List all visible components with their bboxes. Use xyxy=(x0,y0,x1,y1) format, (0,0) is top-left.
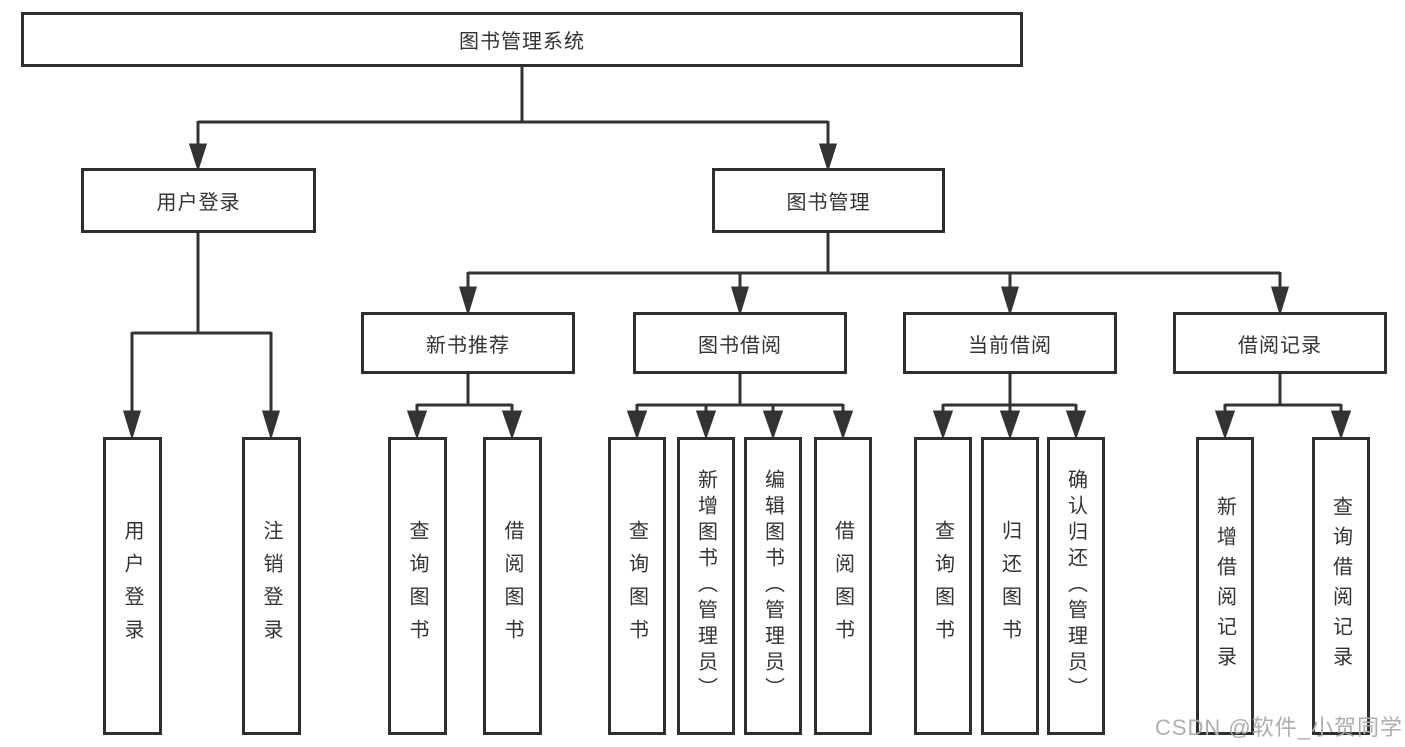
leaf-bor-add-books-admin-label: 新增图书（管理员） xyxy=(694,469,717,703)
leaf-rec-borrow-books-label: 借阅图书 xyxy=(501,520,523,652)
leaf-cur-query-books: 查询图书 xyxy=(914,437,972,735)
leaf-bor-borrow-books: 借阅图书 xyxy=(814,437,872,735)
leaf-query-borrow-record-label: 查询借阅记录 xyxy=(1329,496,1352,676)
node-root-system-label: 图书管理系统 xyxy=(459,31,585,53)
leaf-rec-query-books: 查询图书 xyxy=(388,437,447,735)
node-book-management-label: 图书管理 xyxy=(786,192,871,214)
node-current-borrow-label: 当前借阅 xyxy=(968,334,1052,357)
node-new-book-recommend: 新书推荐 xyxy=(361,312,575,374)
leaf-user-login-label: 用户登录 xyxy=(121,520,143,652)
leaf-bor-query-books: 查询图书 xyxy=(608,437,666,735)
leaf-cur-confirm-return-admin-label: 确认归还（管理员） xyxy=(1064,469,1087,703)
leaf-cur-return-books: 归还图书 xyxy=(981,437,1039,735)
node-book-borrow-label: 图书借阅 xyxy=(698,334,782,357)
node-user-login-group-label: 用户登录 xyxy=(156,192,241,214)
leaf-cur-query-books-label: 查询图书 xyxy=(931,520,954,652)
leaf-bor-query-books-label: 查询图书 xyxy=(625,520,648,652)
node-root-system: 图书管理系统 xyxy=(21,12,1023,67)
node-borrow-records-label: 借阅记录 xyxy=(1238,334,1322,357)
node-borrow-records: 借阅记录 xyxy=(1173,312,1387,374)
leaf-cur-confirm-return-admin: 确认归还（管理员） xyxy=(1047,437,1105,735)
node-current-borrow: 当前借阅 xyxy=(903,312,1117,374)
leaf-bor-edit-books-admin-label: 编辑图书（管理员） xyxy=(761,469,784,703)
node-book-management: 图书管理 xyxy=(712,168,945,233)
leaf-rec-borrow-books: 借阅图书 xyxy=(483,437,542,735)
leaf-query-borrow-record: 查询借阅记录 xyxy=(1312,437,1370,735)
node-new-book-recommend-label: 新书推荐 xyxy=(426,334,510,357)
leaf-logout-label: 注销登录 xyxy=(260,520,282,652)
leaf-add-borrow-record-label: 新增借阅记录 xyxy=(1213,496,1236,676)
leaf-bor-edit-books-admin: 编辑图书（管理员） xyxy=(744,437,802,735)
leaf-cur-return-books-label: 归还图书 xyxy=(998,520,1021,652)
leaf-rec-query-books-label: 查询图书 xyxy=(406,520,428,652)
watermark-text: CSDN @软件_小贺同学 xyxy=(1154,715,1403,740)
leaf-bor-add-books-admin: 新增图书（管理员） xyxy=(677,437,735,735)
leaf-bor-borrow-books-label: 借阅图书 xyxy=(831,520,854,652)
node-user-login-group: 用户登录 xyxy=(81,168,316,233)
leaf-user-login: 用户登录 xyxy=(103,437,162,735)
node-book-borrow: 图书借阅 xyxy=(633,312,847,374)
leaf-add-borrow-record: 新增借阅记录 xyxy=(1196,437,1254,735)
leaf-logout: 注销登录 xyxy=(242,437,301,735)
